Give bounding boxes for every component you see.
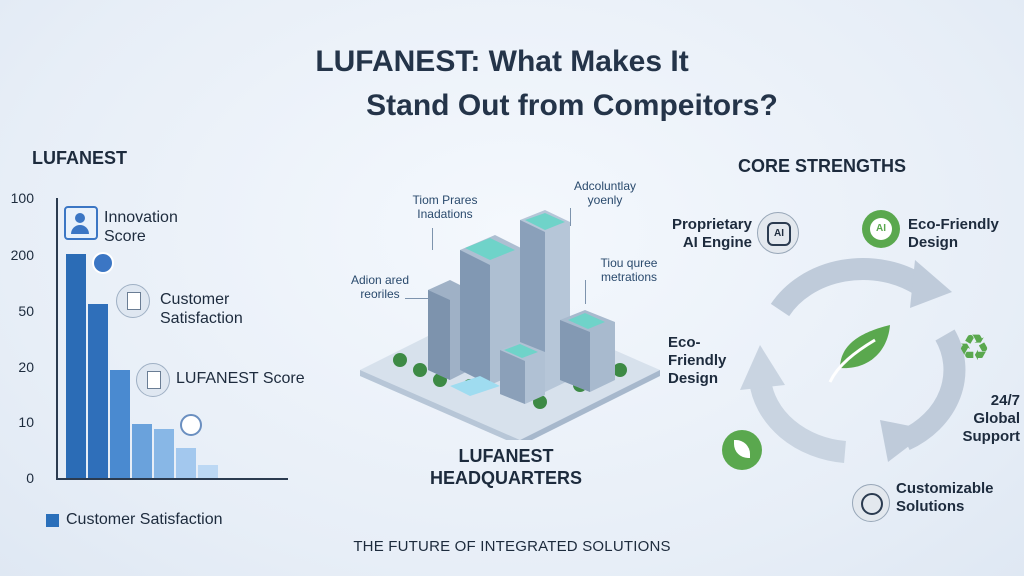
person-icon [64, 206, 98, 240]
x-axis [56, 478, 288, 480]
annotation-customer: Customer Satisfaction [160, 291, 243, 327]
y-axis [56, 198, 58, 480]
y-tick-label: 100 [10, 190, 34, 206]
bars-area [66, 198, 286, 478]
left-section-heading: LUFANEST [32, 148, 128, 168]
ai-badge-text: AI [767, 222, 791, 246]
badge-icon [92, 252, 114, 274]
bar [66, 254, 86, 478]
legend-swatch [46, 514, 59, 527]
eco-ai-badge-text: AI [870, 218, 892, 240]
strength-support: 24/7 Global Support [962, 392, 1021, 445]
cycle-arrows [740, 258, 966, 463]
building-label-top-left: Tiom Prares Inadations [412, 193, 478, 221]
annotation-innovation: Innovation Score [104, 209, 178, 245]
strength-eco-top: Eco-Friendly Design [908, 216, 999, 251]
hq-line-2: HEADQUARTERS [429, 468, 582, 488]
document-icon [116, 284, 150, 318]
bar [88, 304, 108, 478]
bar [132, 424, 152, 478]
leader-line [405, 298, 433, 299]
right-section-heading: CORE STRENGTHS [738, 156, 907, 176]
y-tick-label: 0 [26, 470, 34, 486]
building-label-top-right: Adcoluntlay yoenly [573, 179, 637, 207]
bar [154, 429, 174, 478]
page-title: LUFANEST: What Makes It Stand Out from C… [0, 40, 1024, 128]
y-tick-label: 10 [18, 414, 34, 430]
y-tick-label: 20 [18, 359, 34, 375]
footer-tagline: THE FUTURE OF INTEGRATED SOLUTIONS [353, 538, 671, 555]
recycle-icon: ♻ [957, 327, 991, 368]
leaf-icon [722, 430, 762, 470]
headquarters-illustration [360, 210, 660, 440]
building-label-mid-right: Tiou quree metrations [600, 256, 658, 284]
clipboard-icon [136, 363, 170, 397]
strength-eco-left: Eco-Friendly Design [668, 334, 727, 387]
bar [110, 370, 130, 478]
strength-customizable: Customizable Solutions [896, 480, 994, 515]
strength-ai-engine: Proprietary AI Engine [671, 216, 752, 251]
y-tick-label: 50 [18, 303, 34, 319]
title-line-1: LUFANEST: What Makes It [315, 45, 689, 78]
building-label-mid-left: Adion ared reoriles [350, 273, 410, 301]
bar [176, 448, 196, 478]
eco-ai-icon: AI [862, 210, 900, 248]
bar-chart: 100 200 50 20 10 0 [10, 188, 290, 488]
bar [198, 465, 218, 478]
title-line-2: Stand Out from Compeitors? [366, 89, 778, 122]
hq-line-1: LUFANEST [458, 446, 554, 466]
ai-brain-icon: AI [757, 212, 799, 254]
globe-icon [852, 484, 890, 522]
leader-line [432, 228, 433, 250]
play-icon [180, 414, 202, 436]
hq-title: LUFANEST HEADQUARTERS [416, 445, 596, 489]
annotation-score: LUFANEST Score [176, 370, 305, 387]
leader-line [585, 280, 586, 304]
leader-line [570, 208, 571, 226]
legend-label: Customer Satisfaction [66, 511, 223, 528]
y-tick-label: 200 [10, 247, 34, 263]
